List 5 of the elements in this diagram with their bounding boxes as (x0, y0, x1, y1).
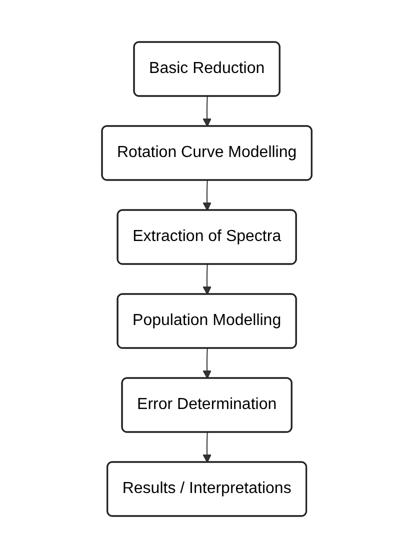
arrow (202, 348, 212, 378)
arrow (202, 180, 212, 210)
arrow (202, 432, 212, 462)
arrow (202, 264, 212, 294)
arrow (202, 96, 212, 126)
